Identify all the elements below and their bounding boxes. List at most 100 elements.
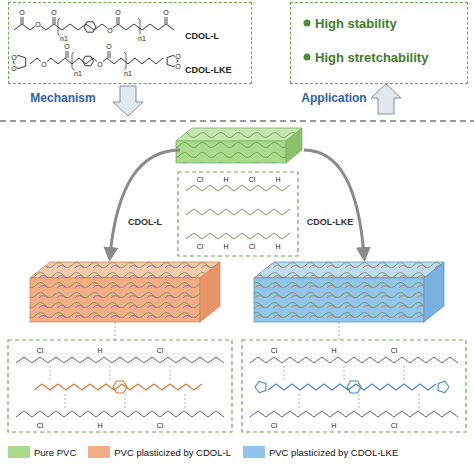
cdol-lke-slab — [254, 262, 444, 322]
legend-swatch — [243, 446, 265, 458]
atom-label: H — [331, 347, 337, 354]
atom-label: O — [97, 61, 103, 68]
atom-label: Cl — [270, 422, 278, 429]
pvc-chain — [16, 357, 224, 363]
pvc-chain-box — [178, 172, 298, 256]
interaction-line — [170, 366, 171, 380]
bond-line — [119, 17, 120, 24]
atom-label: H — [331, 422, 337, 429]
bullet — [304, 54, 311, 61]
interaction-line — [185, 394, 186, 408]
pvc-chain — [186, 209, 290, 215]
bond-line — [165, 17, 166, 24]
pvc-chain — [186, 233, 290, 239]
atom-label: O — [51, 9, 57, 16]
atom-label: n1 — [60, 35, 69, 42]
interaction-line — [110, 366, 111, 380]
bracket — [72, 52, 74, 70]
pvc-chain — [16, 411, 224, 417]
atom-label: O — [175, 53, 181, 60]
atom-label: H — [223, 243, 229, 250]
bond-line — [21, 17, 22, 24]
bracket — [124, 52, 126, 70]
atom-label: Cl — [156, 347, 164, 354]
atom-label: Cl — [270, 347, 278, 354]
ring — [113, 381, 127, 393]
compound-name: CDOL-LKE — [185, 65, 232, 75]
legend-item: Pure PVC — [8, 446, 76, 458]
bond-line — [53, 17, 54, 24]
bond-line — [23, 17, 24, 24]
atom-label: H — [97, 347, 103, 354]
atom-label: n1 — [138, 35, 147, 42]
atom-label: Cl — [390, 347, 398, 354]
legend-swatch — [8, 446, 30, 458]
plasticizer-chain — [268, 384, 436, 390]
curved-arrow — [110, 150, 180, 256]
ring — [438, 381, 449, 392]
interaction-line — [344, 366, 345, 380]
pure-pvc-slab — [176, 128, 302, 163]
plasticizer-chain — [34, 384, 202, 390]
legend-item: PVC plasticized by CDOL-L — [88, 446, 231, 458]
arrow-label: CDOL-L — [128, 218, 162, 227]
ring — [84, 22, 96, 32]
bracket — [58, 18, 60, 36]
bond-line — [167, 17, 168, 24]
interaction-line — [50, 366, 51, 380]
atom-label: Cl — [36, 422, 44, 429]
ring — [347, 381, 361, 393]
interaction-line — [125, 394, 126, 408]
bracket — [138, 18, 140, 36]
atom-label: Cl — [36, 347, 44, 354]
property-text: High stretchability — [315, 50, 428, 65]
atom-label: H — [275, 176, 281, 183]
compound-name: CDOL-L — [185, 31, 219, 41]
legend-text: Pure PVC — [34, 447, 76, 458]
zoom-box — [242, 340, 466, 432]
cdol-l-slab — [30, 262, 220, 322]
bullet — [304, 20, 311, 27]
atom-label: H — [223, 176, 229, 183]
section-arrow-label: Application — [301, 92, 366, 104]
arrow-label: CDOL-LKE — [307, 218, 354, 227]
pvc-chain — [250, 357, 458, 363]
atom-label: n1 — [124, 70, 133, 77]
interaction-line — [299, 394, 300, 408]
up-arrow — [371, 84, 401, 114]
bond-line — [117, 17, 118, 24]
atom-label: Cl — [390, 422, 398, 429]
atom-label: O — [163, 9, 169, 16]
bond-line — [68, 51, 69, 58]
section-arrow-label: Mechanism — [30, 92, 95, 104]
bond-line — [66, 51, 67, 58]
bond-line — [108, 51, 109, 58]
bond-line — [55, 17, 56, 24]
atom-label: Cl — [248, 176, 256, 183]
atom-label: O — [115, 9, 121, 16]
interaction-line — [359, 394, 360, 408]
atom-label: O — [106, 43, 112, 50]
property-text: High stability — [315, 16, 397, 31]
interaction-line — [65, 394, 66, 408]
atom-label: O — [35, 21, 41, 28]
atom-label: H — [275, 243, 281, 250]
atom-label: O — [11, 54, 17, 61]
legend-swatch — [88, 446, 110, 458]
down-arrow — [113, 86, 143, 116]
bond-line — [110, 51, 111, 58]
atom-label: O — [175, 63, 181, 70]
interaction-line — [419, 394, 420, 408]
atom-label: O — [107, 27, 113, 34]
atom-label: H — [97, 422, 103, 429]
atom-label: O — [64, 43, 70, 50]
ring — [83, 56, 94, 66]
zoom-box — [8, 340, 232, 432]
atom-label: Cl — [196, 176, 204, 183]
ring — [255, 381, 266, 392]
legend-text: PVC plasticized by CDOL-L — [114, 447, 231, 458]
legend-text: PVC plasticized by CDOL-LKE — [269, 447, 398, 458]
atom-label: Cl — [248, 243, 256, 250]
atom-label: n1 — [74, 70, 83, 77]
